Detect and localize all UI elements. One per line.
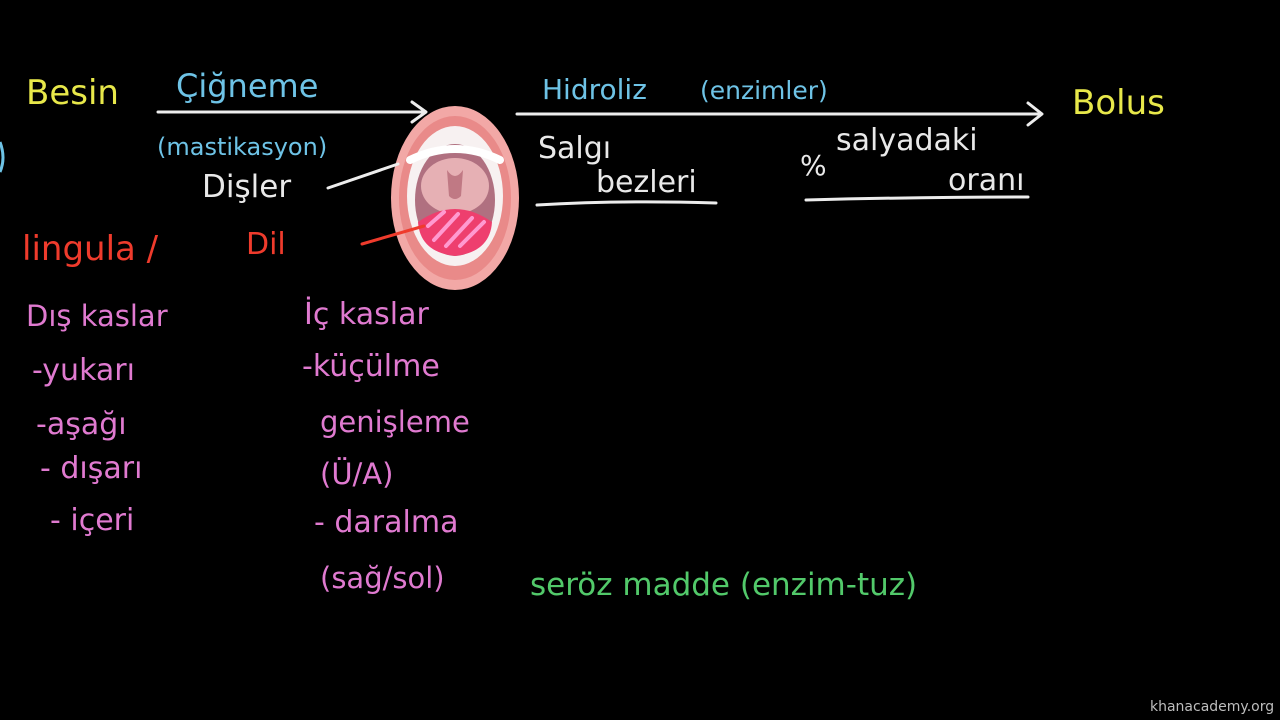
mastikasyon-label: (mastikasyon) xyxy=(157,133,328,161)
watermark: khanacademy.org xyxy=(1150,699,1275,715)
percent-sign: % xyxy=(800,149,827,182)
disler-pointer-line xyxy=(326,162,400,190)
lingula-label: lingula / xyxy=(22,229,159,269)
dis-kaslar-item: - dışarı xyxy=(40,451,143,486)
arrow-hidroliz xyxy=(515,101,1044,127)
salyadaki-line1: salyadaki xyxy=(836,123,978,158)
seroz-madde-label: seröz madde (enzim-tuz) xyxy=(530,567,918,603)
dis-kaslar-item: - içeri xyxy=(50,503,135,538)
bolus-label: Bolus xyxy=(1072,83,1165,123)
salgi-line1: Salgı xyxy=(538,131,612,166)
dis-kaslar-item: -aşağı xyxy=(36,407,127,442)
disler-label: Dişler xyxy=(202,169,292,205)
ic-kaslar-item: (sağ/sol) xyxy=(320,561,445,595)
ic-kaslar-item: genişleme xyxy=(320,405,470,439)
besin-label: Besin xyxy=(26,73,119,113)
ic-kaslar-item: -küçülme xyxy=(302,349,440,384)
ic-kaslar-title: İç kaslar xyxy=(304,297,429,332)
ic-kaslar-item: (Ü/A) xyxy=(320,457,394,491)
salyadaki-line2: oranı xyxy=(948,163,1025,198)
edge-mark xyxy=(0,141,5,173)
salgi-underline xyxy=(535,200,718,207)
arrow-cigneme xyxy=(156,100,428,124)
dis-kaslar-title: Dış kaslar xyxy=(26,299,168,333)
ic-kaslar-item: - daralma xyxy=(314,505,459,540)
dil-label: Dil xyxy=(246,227,286,262)
enzimler-label: (enzimler) xyxy=(700,76,828,105)
open-mouth-illustration xyxy=(391,106,519,290)
cigneme-label: Çiğneme xyxy=(176,67,319,105)
dil-pointer-line xyxy=(360,224,426,246)
salgi-line2: bezleri xyxy=(596,165,697,200)
salyadaki-underline xyxy=(804,195,1030,202)
dis-kaslar-item: -yukarı xyxy=(32,353,135,388)
hidroliz-label: Hidroliz xyxy=(542,73,647,106)
